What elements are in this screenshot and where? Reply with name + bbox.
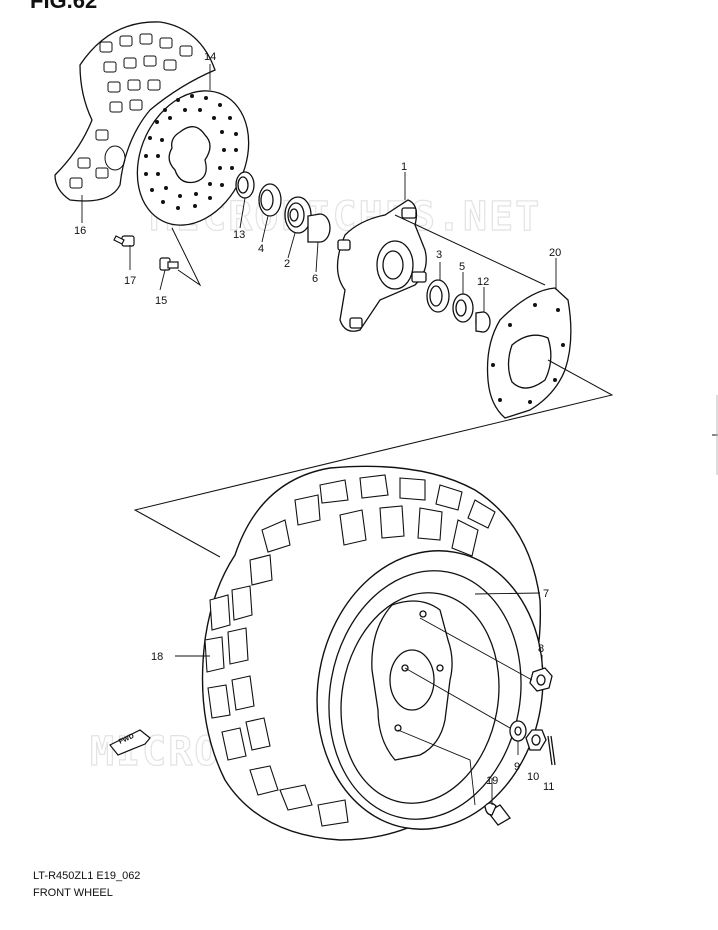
assembly-lines — [133, 214, 614, 558]
leader-lines — [81, 64, 557, 806]
cotter-pin-11 — [547, 735, 556, 766]
callout-3: 3 — [436, 249, 442, 261]
brake-disc — [136, 90, 250, 226]
spacer-6 — [307, 213, 331, 243]
callout-15: 15 — [155, 295, 167, 307]
callout-18: 18 — [151, 651, 163, 663]
callout-2: 2 — [284, 258, 290, 270]
diagram-code: LT-R450ZL1 E19_062 — [33, 870, 141, 882]
callout-5: 5 — [459, 261, 465, 273]
wheel-hub — [336, 199, 427, 332]
bolt-17 — [113, 235, 135, 247]
callout-10: 10 — [527, 771, 539, 783]
callout-7: 7 — [543, 588, 549, 600]
washer-9 — [509, 720, 527, 742]
castle-nut-10 — [525, 729, 547, 751]
callout-9: 9 — [514, 761, 520, 773]
bolt-15 — [159, 257, 179, 271]
callout-12: 12 — [477, 276, 489, 288]
disc-cover — [54, 21, 216, 202]
callout-4: 4 — [258, 243, 264, 255]
callout-14: 14 — [204, 51, 216, 63]
callout-20: 20 — [549, 247, 561, 259]
bearing-2 — [284, 196, 312, 234]
callout-13: 13 — [233, 229, 245, 241]
guard-plate — [486, 287, 572, 419]
figure-title: FIG.62 — [30, 0, 98, 13]
spacer-12 — [475, 311, 491, 333]
callout-16: 16 — [74, 225, 86, 237]
callout-8: 8 — [538, 643, 544, 655]
seal-5 — [452, 293, 474, 323]
edge-marks — [712, 395, 718, 475]
seal-4 — [258, 183, 282, 217]
diagram-name: FRONT WHEEL — [33, 887, 113, 899]
callout-11: 11 — [543, 781, 554, 793]
nut-8 — [529, 667, 553, 692]
callout-19: 19 — [486, 775, 498, 787]
valve-stem — [484, 802, 511, 826]
bolt-leader — [171, 227, 202, 287]
wheel-rim — [328, 570, 522, 820]
callout-6: 6 — [312, 273, 318, 285]
seal-13 — [235, 171, 255, 199]
callout-17: 17 — [124, 275, 136, 287]
callout-1: 1 — [401, 161, 407, 173]
bearing-3 — [426, 279, 450, 313]
